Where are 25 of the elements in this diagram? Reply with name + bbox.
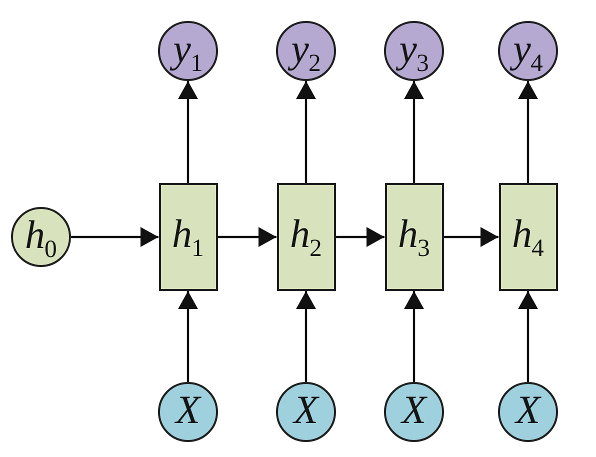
variable-label: h$_{4}$ (512, 214, 544, 254)
hidden-state-box (158, 183, 218, 291)
arrow (404, 291, 424, 382)
hidden-state-box (384, 183, 444, 291)
arrow (336, 227, 384, 247)
arrow (218, 227, 276, 247)
hidden-state-box (276, 183, 336, 291)
arrow (518, 81, 538, 183)
arrow (71, 227, 158, 247)
variable-label: X (516, 390, 540, 430)
variable-label: X (294, 390, 318, 430)
arrow (296, 291, 316, 382)
arrow (296, 81, 316, 183)
variable-label: X (402, 390, 426, 430)
variable-label: h$_{2}$ (290, 214, 322, 254)
arrow (444, 227, 498, 247)
variable-label: h$_{3}$ (398, 214, 430, 254)
variable-label: X (176, 390, 200, 430)
variable-label: h$_{1}$ (172, 214, 204, 254)
arrow (178, 291, 198, 382)
hidden-state-box (498, 183, 558, 291)
variable-label: h$_{0}$ (25, 215, 57, 255)
arrow (518, 291, 538, 382)
arrow (404, 81, 424, 183)
arrow (178, 81, 198, 183)
